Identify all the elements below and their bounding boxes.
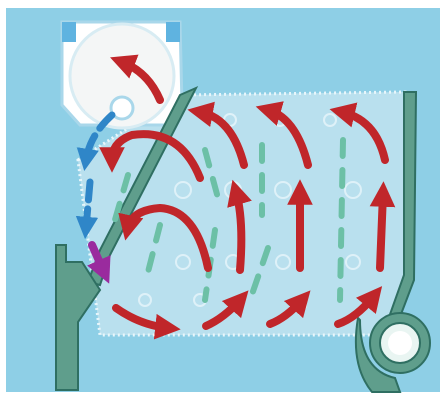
rise-arrow-3 bbox=[380, 194, 383, 268]
intake-housing bbox=[62, 22, 182, 128]
